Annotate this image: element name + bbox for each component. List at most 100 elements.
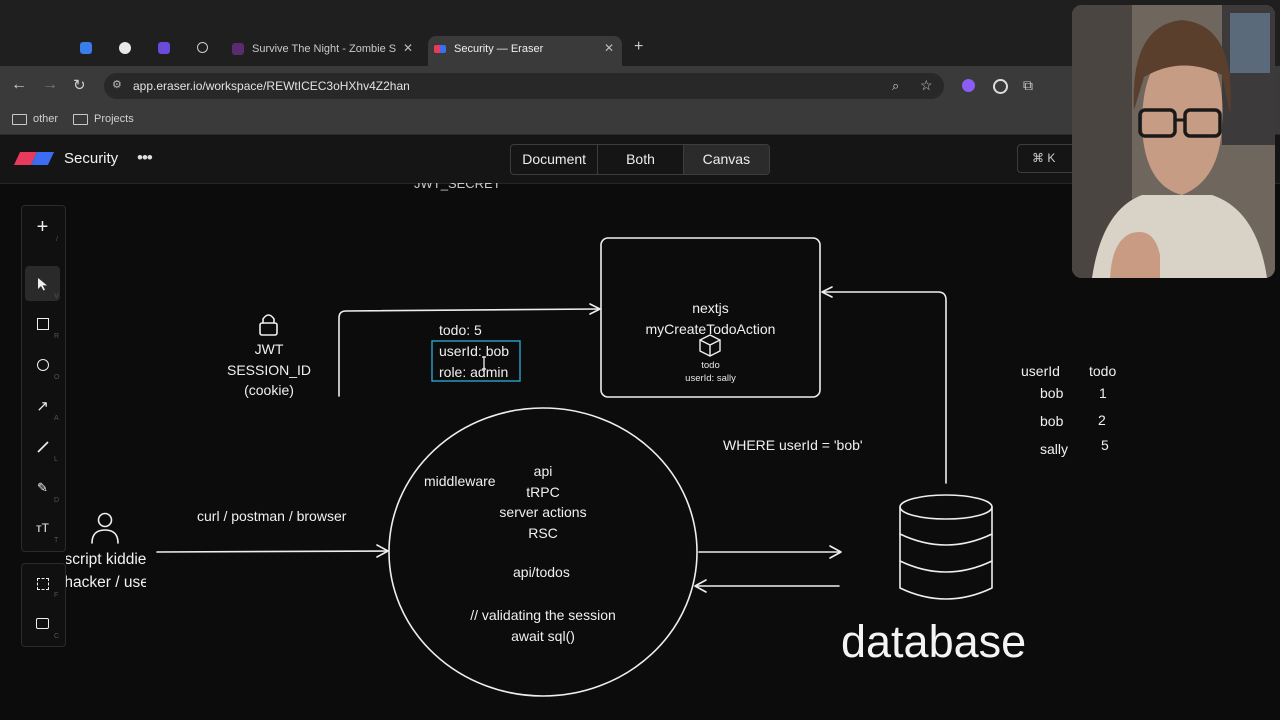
site-settings-icon[interactable]: ⚙ bbox=[112, 79, 122, 91]
pen-tool[interactable]: ✎ bbox=[25, 470, 60, 505]
eraser-logo[interactable] bbox=[13, 152, 55, 165]
comment-tool[interactable] bbox=[25, 606, 60, 641]
todo-entity-label[interactable]: todo userId: sally bbox=[601, 359, 820, 385]
view-mode-switcher: Document Both Canvas bbox=[510, 144, 770, 175]
square-icon bbox=[36, 317, 49, 330]
reload-icon[interactable]: ↻ bbox=[73, 77, 86, 94]
secondary-toolbar bbox=[21, 563, 66, 647]
tool-shortcut: C bbox=[54, 633, 60, 640]
where-clause-label[interactable]: WHERE userId = 'bob' bbox=[723, 437, 863, 453]
db-to-action-arrow[interactable] bbox=[823, 291, 947, 484]
address-bar[interactable] bbox=[104, 73, 944, 99]
tool-shortcut: R bbox=[54, 333, 60, 340]
table-header-todo[interactable]: todo bbox=[1089, 363, 1117, 379]
table-header-userid[interactable]: userId bbox=[1021, 363, 1060, 379]
select-tool[interactable] bbox=[25, 266, 60, 301]
view-mode-canvas[interactable]: Canvas bbox=[683, 145, 769, 174]
table-cell-todo[interactable]: 1 bbox=[1099, 385, 1107, 401]
rectangle-tool[interactable] bbox=[25, 306, 60, 341]
tab-security-eraser[interactable]: Security — Eraser bbox=[434, 38, 543, 60]
stack-server-actions[interactable]: server actions bbox=[499, 504, 587, 520]
close-tab-icon[interactable]: ✕ bbox=[403, 41, 414, 55]
folder-icon bbox=[12, 113, 27, 125]
validation-comment[interactable]: // validating the session bbox=[470, 607, 616, 623]
arrowhead bbox=[376, 544, 389, 558]
actor-line: script kiddie / bbox=[66, 551, 146, 568]
pinned-tab-docs-icon[interactable] bbox=[80, 42, 92, 54]
client-to-server-arrow[interactable] bbox=[156, 550, 387, 553]
tool-shortcut: A bbox=[54, 415, 59, 422]
comment-bubble-icon bbox=[36, 618, 49, 629]
extension-purple-icon[interactable] bbox=[962, 79, 975, 92]
stack-rsc[interactable]: RSC bbox=[528, 524, 558, 541]
shortcut-label: ⌘ K bbox=[1032, 151, 1056, 165]
cursor-icon bbox=[37, 277, 47, 290]
jwt-session-label[interactable]: JWT SESSION_ID (cookie) bbox=[218, 339, 320, 401]
table-cell-user[interactable]: bob bbox=[1040, 385, 1064, 401]
arrowhead bbox=[821, 286, 833, 298]
close-tab-icon[interactable]: ✕ bbox=[604, 41, 615, 55]
stack-trpc[interactable]: tRPC bbox=[526, 483, 560, 500]
more-options-icon[interactable]: ••• bbox=[137, 148, 153, 167]
jwt-line: JWT bbox=[254, 341, 284, 357]
pinned-tab-list-icon[interactable] bbox=[158, 42, 170, 54]
bookmark-star-icon[interactable]: ☆ bbox=[920, 77, 933, 93]
new-tab-plus-icon[interactable]: + bbox=[634, 38, 644, 55]
ellipse-tool[interactable] bbox=[25, 347, 60, 382]
text-tool[interactable]: ᴛT bbox=[25, 510, 60, 545]
circle-icon bbox=[36, 358, 49, 371]
await-sql[interactable]: await sql() bbox=[511, 627, 575, 644]
bookmark-projects[interactable]: Projects bbox=[73, 113, 134, 125]
table-cell-todo[interactable]: 2 bbox=[1098, 412, 1106, 428]
table-cell-user[interactable]: bob bbox=[1040, 413, 1064, 429]
payload-todo[interactable]: todo: 5 bbox=[439, 322, 482, 338]
document-title[interactable]: Security bbox=[64, 150, 119, 167]
game-favicon-icon bbox=[232, 43, 244, 55]
lock-icon bbox=[259, 314, 278, 336]
actor-label[interactable]: script kiddie / hacker / user bbox=[66, 551, 146, 597]
back-arrow-icon[interactable]: ← bbox=[11, 76, 27, 93]
line-tool[interactable] bbox=[25, 429, 60, 464]
server-circle[interactable] bbox=[388, 407, 698, 697]
action-line: myCreateTodoAction bbox=[645, 320, 776, 337]
extension-clock-icon[interactable] bbox=[993, 79, 1008, 94]
table-cell-user[interactable]: sally bbox=[1040, 441, 1069, 457]
payload-role[interactable]: role: admin bbox=[439, 364, 509, 380]
url-text[interactable]: app.eraser.io/workspace/REWtICEC3oHXhv4Z… bbox=[133, 79, 410, 93]
pinned-tab-circle-icon[interactable] bbox=[119, 42, 131, 54]
database-cylinder-icon[interactable] bbox=[899, 494, 993, 600]
stack-api[interactable]: api bbox=[533, 463, 553, 479]
jwt-line: SESSION_ID bbox=[226, 361, 312, 378]
presenter-video-image bbox=[1072, 5, 1275, 278]
tool-shortcut: V bbox=[54, 293, 59, 300]
database-label[interactable]: database bbox=[841, 616, 1027, 667]
entity-field: userId: sally bbox=[685, 373, 736, 384]
arrowhead bbox=[694, 579, 707, 593]
bookmark-other[interactable]: other bbox=[12, 113, 58, 125]
arrow-tool[interactable]: ↗ bbox=[25, 388, 60, 423]
tool-shortcut: / bbox=[56, 236, 58, 243]
middleware-label[interactable]: middleware bbox=[424, 473, 496, 489]
folder-icon bbox=[73, 113, 88, 125]
payload-user[interactable]: userId: bob bbox=[439, 343, 510, 359]
client-tools-label[interactable]: curl / postman / browser bbox=[197, 508, 347, 524]
webcam-overlay bbox=[1072, 5, 1275, 278]
frame-tool[interactable] bbox=[25, 566, 60, 601]
text-size-icon: ᴛT bbox=[36, 520, 49, 535]
view-mode-both[interactable]: Both bbox=[598, 145, 684, 174]
table-cell-todo[interactable]: 5 bbox=[1101, 437, 1109, 453]
view-mode-document[interactable]: Document bbox=[511, 145, 599, 174]
eraser-favicon-icon bbox=[434, 45, 446, 53]
command-palette-button[interactable]: ⌘ K bbox=[1017, 144, 1077, 173]
tool-shortcut: L bbox=[54, 456, 58, 463]
jwt-secret-label[interactable]: JWT_SECRET bbox=[414, 176, 501, 191]
forward-arrow-icon[interactable]: → bbox=[42, 76, 58, 93]
extensions-puzzle-icon[interactable]: ⧉ bbox=[1023, 77, 1033, 93]
jwt-line: (cookie) bbox=[244, 382, 294, 398]
tab-survive-the-night[interactable]: Survive The Night - Zombie S bbox=[232, 38, 396, 60]
add-tool[interactable]: + bbox=[36, 216, 49, 238]
api-todos-label[interactable]: api/todos bbox=[513, 564, 570, 580]
diagonal-arrow-icon: ↗ bbox=[36, 397, 49, 415]
pinned-tab-openai-icon[interactable] bbox=[197, 42, 208, 53]
zoom-icon[interactable]: ⌕ bbox=[892, 78, 900, 93]
